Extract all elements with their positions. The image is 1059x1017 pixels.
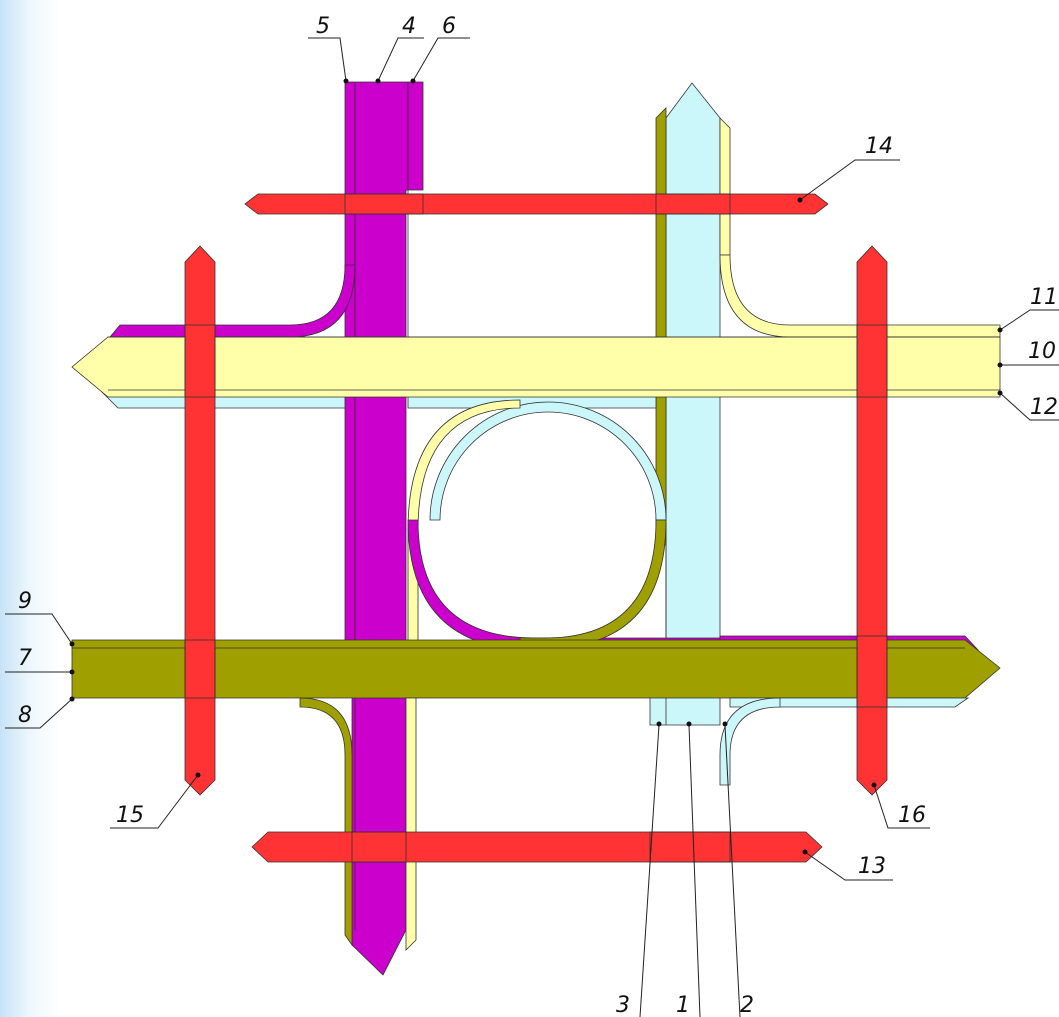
yellow-strip-upper xyxy=(719,117,731,256)
crossing-box xyxy=(655,193,731,215)
yellow-loop-arc xyxy=(407,399,521,651)
lightblue-curve-bottomright xyxy=(719,697,781,786)
leader-15 xyxy=(110,774,199,829)
leader-6 xyxy=(412,37,470,82)
callout-10: 10 xyxy=(1028,339,1056,364)
leader-dot xyxy=(69,641,75,647)
leader-14 xyxy=(799,159,900,201)
callout-6: 6 xyxy=(442,14,456,39)
leader-dot xyxy=(656,721,662,727)
magenta-curve-topleft xyxy=(109,264,356,338)
red-road-16 xyxy=(856,245,888,796)
callout-16: 16 xyxy=(898,803,926,828)
crossing-box xyxy=(344,193,424,215)
crossing-box xyxy=(351,831,407,863)
callout-5: 5 xyxy=(316,14,330,39)
road-yellow-horizontal xyxy=(71,336,1001,398)
leader-8 xyxy=(5,698,73,729)
leader-1 xyxy=(688,724,701,1017)
leader-dot xyxy=(797,197,803,203)
callout-leaders xyxy=(5,37,1059,1017)
leader-dot xyxy=(997,390,1003,396)
leader-dot xyxy=(686,721,692,727)
leader-dot xyxy=(375,78,381,84)
callout-1: 1 xyxy=(676,993,690,1017)
leader-dot xyxy=(997,327,1003,333)
olive-loop-arc xyxy=(519,519,667,649)
red-road-13 xyxy=(251,831,823,863)
callout-9: 9 xyxy=(18,589,32,614)
leader-dot xyxy=(410,78,416,84)
callout-14: 14 xyxy=(865,134,893,159)
callout-11: 11 xyxy=(1030,285,1058,310)
leader-dot xyxy=(195,772,201,778)
callout-8: 8 xyxy=(18,703,32,728)
crossing-box xyxy=(184,639,216,699)
callout-13: 13 xyxy=(858,854,886,879)
leader-5 xyxy=(308,37,347,82)
crossing-boxes xyxy=(184,193,888,863)
leader-12 xyxy=(999,392,1059,421)
lightblue-strip-right xyxy=(729,697,970,708)
callout-12: 12 xyxy=(1030,395,1058,420)
leader-dot xyxy=(997,362,1003,368)
olive-road-body xyxy=(71,639,1001,699)
yellow-strip-lower xyxy=(405,697,417,951)
callout-2: 2 xyxy=(740,993,754,1017)
leader-dot xyxy=(69,696,75,702)
red-road-15 xyxy=(184,245,216,796)
road-olive-horizontal xyxy=(71,639,1001,699)
leader-2 xyxy=(724,724,741,1017)
leader-16 xyxy=(873,784,930,829)
crossing-box xyxy=(649,831,731,863)
red-road-14 xyxy=(244,193,829,215)
leader-dot xyxy=(722,721,728,727)
crossing-box xyxy=(856,635,888,708)
crossing-box xyxy=(184,324,216,398)
callout-15: 15 xyxy=(116,803,144,828)
leader-4 xyxy=(377,37,424,82)
callout-7: 7 xyxy=(18,646,32,671)
callout-3: 3 xyxy=(616,993,630,1017)
leader-dot xyxy=(871,782,877,788)
olive-curve-bottomleft xyxy=(299,697,353,947)
leader-9 xyxy=(5,613,73,645)
leader-13 xyxy=(804,851,893,881)
crossing-box xyxy=(856,324,888,398)
leader-3 xyxy=(639,724,660,1017)
callout-4: 4 xyxy=(402,14,416,39)
leader-dot xyxy=(802,849,808,855)
leader-dot xyxy=(69,669,75,675)
leader-11 xyxy=(999,309,1059,331)
leader-dot xyxy=(343,78,349,84)
callout-labels: 1 2 3 4 5 6 7 8 9 10 11 12 13 14 15 16 xyxy=(18,14,1058,1017)
